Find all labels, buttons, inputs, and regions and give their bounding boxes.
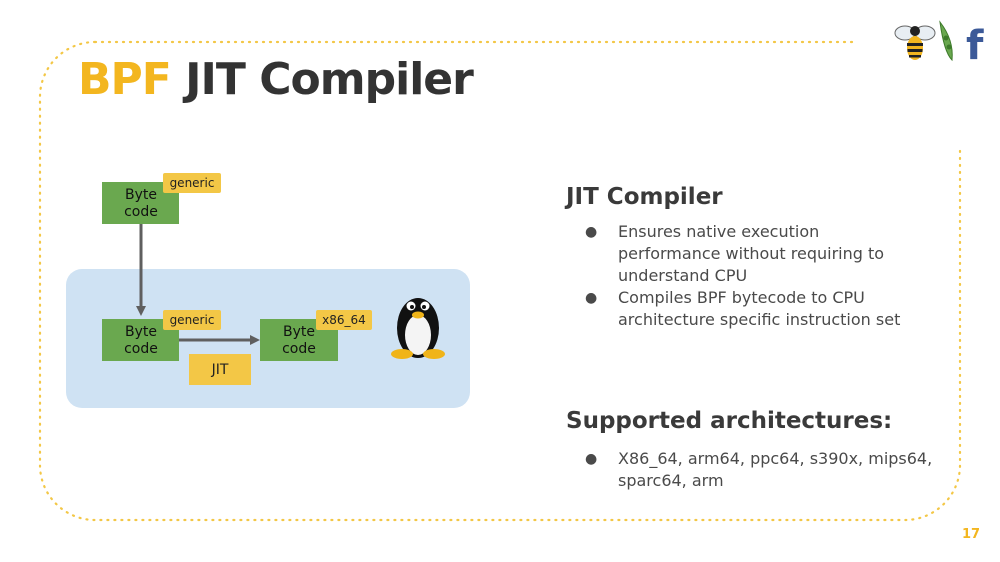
mid-box-line1: Byte	[125, 324, 157, 340]
bullet-item: ● Compiles BPF bytecode to CPU architect…	[583, 287, 963, 331]
bullet-line: architecture specific instruction set	[618, 310, 901, 329]
mid-tag-label: generic	[170, 313, 215, 327]
top-box-line2: code	[124, 204, 158, 220]
bullet-item: ● Ensures native execution performance w…	[583, 221, 963, 287]
top-bytecode-box: Byte code	[102, 182, 179, 224]
jit-label: JIT	[211, 362, 229, 378]
bullet-dot: ●	[585, 451, 598, 467]
jit-label-box: JIT	[189, 354, 251, 385]
top-generic-tag: generic	[163, 173, 221, 193]
top-tag-label: generic	[170, 176, 215, 190]
svg-text:f: f	[966, 23, 984, 64]
jit-section-heading: JIT Compiler	[566, 184, 723, 210]
arch-tag: x86_64	[316, 310, 372, 330]
mid-generic-tag: generic	[163, 310, 221, 330]
bullet-line: Ensures native execution	[618, 222, 820, 241]
bullet-line: understand CPU	[618, 266, 748, 285]
arch-section-heading: Supported architectures:	[566, 408, 893, 434]
mid-box-line2: code	[124, 341, 158, 357]
bullet-item: ● X86_64, arm64, ppc64, s390x, mips64, s…	[583, 448, 973, 492]
jit-bullet-list: ● Ensures native execution performance w…	[583, 221, 963, 331]
bullet-dot: ●	[585, 290, 598, 306]
arch-bullet-list: ● X86_64, arm64, ppc64, s390x, mips64, s…	[583, 448, 973, 492]
title-rest: JIT Compiler	[185, 54, 474, 105]
right-box-line1: Byte	[283, 324, 315, 340]
right-box-line2: code	[282, 341, 316, 357]
bullet-line: X86_64, arm64, ppc64, s390x, mips64,	[618, 449, 933, 468]
top-box-line1: Byte	[125, 187, 157, 203]
tux-penguin-icon	[391, 298, 445, 359]
arch-tag-label: x86_64	[322, 313, 366, 327]
bullet-line: sparc64, arm	[618, 471, 724, 490]
slide-title: BPF JIT Compiler	[78, 58, 474, 102]
page-number: 17	[962, 527, 981, 542]
bullet-line: Compiles BPF bytecode to CPU	[618, 288, 865, 307]
bee-pea-f-logo: f	[894, 20, 984, 64]
bullet-line: performance without requiring to	[618, 244, 885, 263]
title-accent: BPF	[78, 54, 172, 105]
bullet-dot: ●	[585, 224, 598, 240]
